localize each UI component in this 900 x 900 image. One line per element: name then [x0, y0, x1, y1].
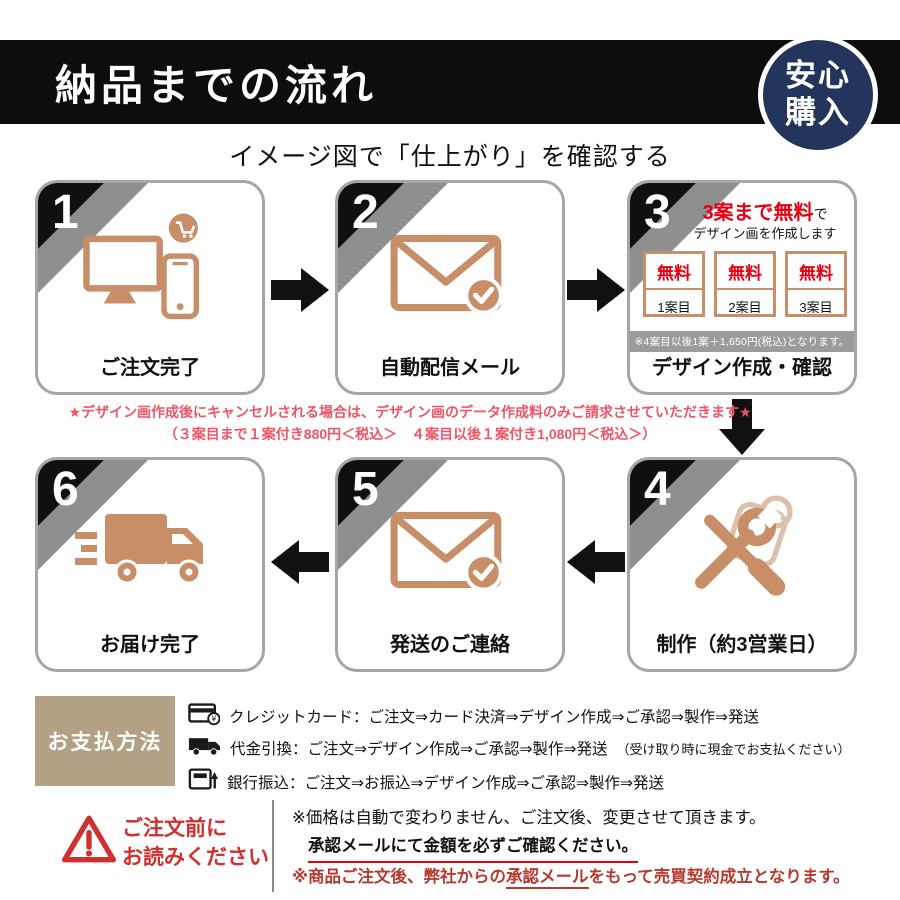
bank-transfer-icon: [188, 766, 218, 797]
arrow-shaft: [567, 280, 597, 300]
step-number: 4: [644, 463, 671, 516]
extra-plan-fee-note: ※4案目以後1案＋1,650円(税込)となります。: [630, 331, 854, 352]
delivery-truck-icon: [38, 502, 262, 594]
step-label: 自動配信メール: [380, 357, 520, 379]
badge-line2: 購入: [785, 95, 851, 130]
payment-row-note: （受け取り時に現金でお支払ください）: [616, 741, 851, 757]
arrow-head: [301, 268, 329, 312]
step-label: デザイン作成・確認: [652, 357, 832, 379]
notice-text-block: ※価格は自動で変わりません、ご注文後、変更させて頂きます。 承認メールにて金額を…: [292, 804, 850, 891]
arrow-shaft: [595, 552, 625, 572]
free-plan-box-3: 無料 3案目: [785, 251, 847, 317]
step-card-1: 1 ご注文完了: [35, 180, 265, 395]
flow-arrow-left-1: [567, 540, 625, 584]
read-before-order-label: ご注文前に お読みください: [122, 814, 269, 873]
payment-row-text: 代金引換：ご注文⇒デザイン作成⇒ご承認⇒製作⇒発送: [230, 741, 608, 758]
cancel-fee-line1: ★デザイン画作成後にキャンセルされる場合は、デザイン画のデータ作成料のみご請求さ…: [68, 404, 752, 420]
arrow-shaft: [299, 552, 329, 572]
plan-free-label: 無料: [788, 254, 844, 290]
badge-line1: 安心: [785, 58, 851, 94]
payment-row-text: 銀行振込：ご注文⇒お振込⇒デザイン作成⇒ご承認⇒製作⇒発送: [227, 774, 664, 792]
free-plans-em: 3案まで無料: [702, 202, 814, 224]
step-label: お届け完了: [100, 634, 200, 656]
free-plans-tail: で: [813, 206, 828, 222]
arrow-shaft: [271, 280, 301, 300]
plan-name-label: 3案目: [799, 300, 833, 315]
step-card-5: 5 発送のご連絡: [335, 457, 565, 672]
notice-line3-post: をもって売買契約成立となります。: [588, 868, 850, 887]
free-plans-headline: 3案まで無料で: [675, 196, 854, 225]
step-label: 発送のご連絡: [390, 634, 510, 656]
payment-row-cod: 代金引換：ご注文⇒デザイン作成⇒ご承認⇒製作⇒発送 （受け取り時に現金でお支払く…: [188, 733, 850, 763]
safe-purchase-badge: 安心 購入: [758, 35, 878, 155]
step-card-2: 2 自動配信メール: [335, 180, 565, 395]
svg-text:¥: ¥: [211, 713, 217, 723]
notice-label-line2: お読みください: [122, 846, 269, 870]
plan-name-label: 1案目: [657, 300, 691, 315]
notice-line3: ※商品ご注文後、弊社からの承認メールをもって売買契約成立となります。: [292, 863, 850, 891]
warning-triangle-icon: [62, 814, 117, 869]
arrow-head: [567, 540, 595, 584]
page-title: 納品までの流れ: [55, 61, 378, 109]
notice-line2: 承認メールにて金額を必ずご確認ください。: [308, 832, 638, 864]
arrow-shaft: [732, 399, 752, 429]
flow-arrow-left-2: [271, 540, 329, 584]
cancel-fee-line2: （３案目まで１案付き880円＜税込＞ ４案目以後１案付き1,080円＜税込＞）: [163, 426, 657, 443]
step-card-4: 4 制作（約3営業日）: [627, 457, 857, 672]
step-label: 制作（約3営業日）: [656, 634, 828, 656]
step-number: 5: [352, 463, 379, 516]
notice-label-line1: ご注文前に: [122, 817, 227, 840]
plan-free-label: 無料: [646, 254, 702, 290]
plan-free-label: 無料: [717, 254, 773, 290]
arrow-head: [271, 540, 299, 584]
step-card-6: 6 お届け完了: [35, 457, 265, 672]
production-tools-icon: [630, 488, 854, 600]
free-plans-subline: デザイン画を作成します: [693, 226, 837, 241]
step-card-3: 3 3案まで無料で デザイン画を作成します 無料 1案目 無料 2案目 無料 3…: [627, 180, 857, 395]
step-number: 3: [644, 186, 671, 239]
step-label: ご注文完了: [100, 357, 200, 379]
free-plan-box-2: 無料 2案目: [714, 251, 776, 317]
notice-line3-emphasis: 承認メール: [506, 868, 589, 890]
flow-arrow-down: [719, 399, 765, 455]
payment-methods-label: お支払方法: [35, 696, 175, 786]
mail-check-icon: [338, 231, 562, 319]
arrow-head: [719, 429, 765, 455]
mail-check-icon: [338, 508, 562, 596]
payment-row-text: クレジットカード：ご注文⇒カード決済⇒デザイン作成⇒ご承認⇒製作⇒発送: [229, 708, 759, 726]
header-bar: 納品までの流れ: [0, 40, 900, 124]
flow-arrow-right-2: [567, 268, 625, 312]
notice-line3-pre: ※商品ご注文後、弊社からの: [292, 868, 507, 887]
free-plan-box-1: 無料 1案目: [643, 251, 705, 317]
plan-name-label: 2案目: [728, 300, 762, 315]
notice-divider: [272, 800, 274, 892]
credit-card-icon: ¥: [188, 700, 221, 731]
flow-arrow-right-1: [271, 268, 329, 312]
notice-line1: ※価格は自動で変わりません、ご注文後、変更させて頂きます。: [292, 809, 766, 827]
payment-row-credit-card: ¥ クレジットカード：ご注文⇒カード決済⇒デザイン作成⇒ご承認⇒製作⇒発送: [188, 700, 759, 731]
payment-row-bank-transfer: 銀行振込：ご注文⇒お振込⇒デザイン作成⇒ご承認⇒製作⇒発送: [188, 766, 664, 797]
step-number: 2: [352, 186, 379, 239]
step-number: 6: [52, 463, 79, 516]
subtitle: イメージ図で「仕上がり」を確認する: [229, 143, 671, 171]
free-plan-list: 無料 1案目 無料 2案目 無料 3案目: [640, 251, 850, 317]
arrow-head: [597, 268, 625, 312]
cod-truck-icon: [188, 733, 221, 763]
step-number: 1: [52, 186, 79, 239]
order-devices-icon: [38, 213, 262, 325]
cancel-fee-notice: ★デザイン画作成後にキャンセルされる場合は、デザイン画のデータ作成料のみご請求さ…: [40, 401, 780, 446]
